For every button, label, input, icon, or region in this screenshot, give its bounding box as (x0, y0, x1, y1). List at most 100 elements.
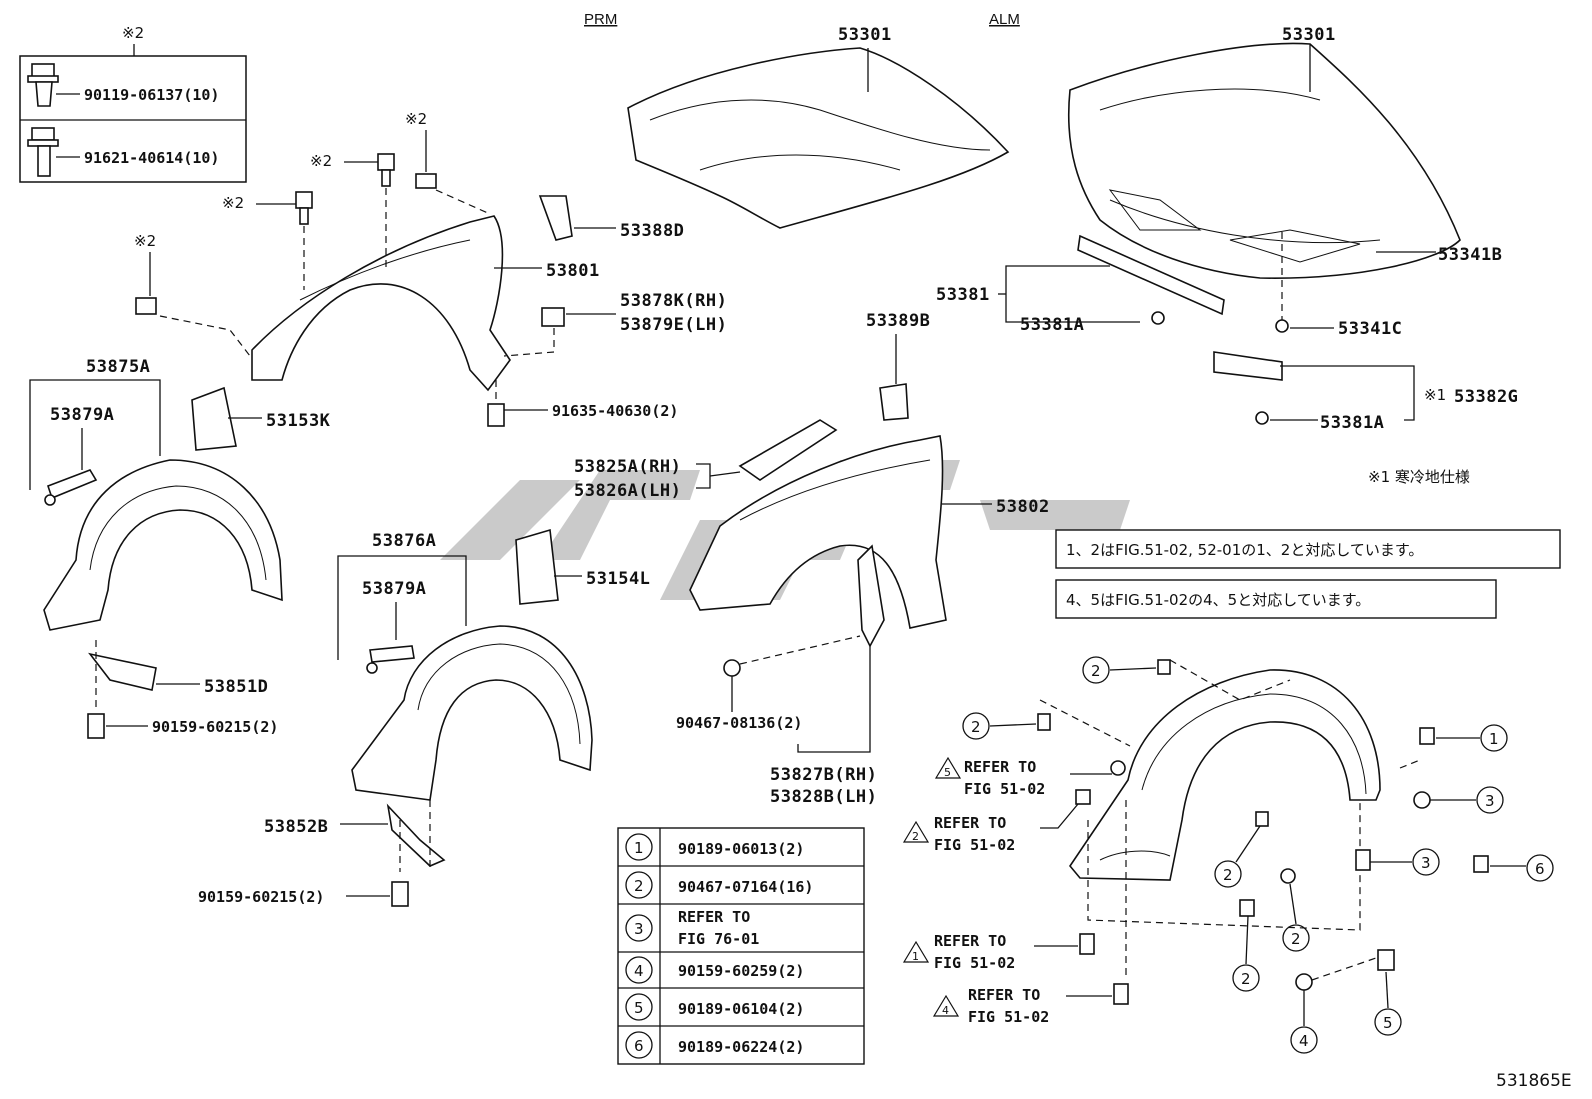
fender-53802-drawing (689, 435, 947, 629)
note-mark-2: ※2 (122, 24, 144, 42)
clip-icon (1255, 411, 1269, 425)
label-53389B: 53389B (866, 311, 930, 331)
bolt-icon (27, 63, 59, 107)
label-53381A-1: 53381A (1020, 315, 1084, 335)
notice-box-1 (1055, 529, 1561, 569)
note-mark-1: ※1 (1424, 386, 1446, 404)
fender-liner-53876A-drawing (351, 625, 593, 801)
svg-text:5: 5 (1383, 1014, 1393, 1032)
notice-1: 1、2はFIG.51-02, 52-01の1、2と対応しています。 (1066, 541, 1423, 559)
svg-text:FIG 51-02: FIG 51-02 (934, 954, 1015, 972)
clip-icon (1419, 727, 1435, 745)
svg-text:FIG 51-02: FIG 51-02 (968, 1008, 1049, 1026)
svg-text:90189-06104(2): 90189-06104(2) (678, 1000, 804, 1018)
bracket-53389B-drawing (879, 383, 909, 421)
clip-icon (1280, 868, 1296, 884)
svg-text:1: 1 (634, 839, 644, 857)
label-53802: 53802 (996, 497, 1050, 517)
bolt-icon (1113, 983, 1129, 1005)
note-cold-climate: ※1 寒冷地仕様 (1368, 468, 1470, 486)
legend-row-1: 1 90189-06013(2) (625, 833, 804, 861)
callout-4: 4 (1290, 1026, 1318, 1054)
clip-icon (1239, 899, 1255, 917)
clip-icon (1037, 713, 1051, 731)
seal-53382G-drawing (1213, 351, 1283, 381)
label-91635: 91635-40630(2) (552, 402, 678, 420)
label-53301-alm: 53301 (1282, 25, 1336, 45)
hood-seal-drawing (1077, 234, 1225, 316)
label-53879A-1: 53879A (50, 405, 114, 425)
header-alm: ALM (989, 11, 1020, 28)
clip-icon (1255, 811, 1269, 827)
bolt-icon (391, 881, 409, 907)
svg-text:90467-07164(16): 90467-07164(16) (678, 878, 813, 896)
label-53801: 53801 (546, 261, 600, 281)
svg-text:REFER TO: REFER TO (934, 814, 1006, 832)
label-53382G: 53382G (1454, 387, 1518, 407)
clip-icon (1151, 311, 1165, 325)
label-53852B: 53852B (264, 817, 328, 837)
note-mark-2: ※2 (134, 232, 156, 250)
callout-2: 2 (1082, 656, 1110, 684)
bolt-icon (487, 403, 505, 427)
bolt-icon (415, 173, 437, 189)
svg-text:6: 6 (1535, 860, 1545, 878)
clip-icon (1275, 319, 1289, 333)
bolt-icon (87, 713, 105, 739)
header-prm: PRM (584, 11, 617, 28)
svg-text:2: 2 (1091, 662, 1101, 680)
rail-53825A-drawing (738, 419, 838, 481)
label-53879A-2: 53879A (362, 579, 426, 599)
label-53381: 53381 (936, 285, 990, 305)
note-mark-2: ※2 (222, 194, 244, 212)
svg-text:FIG 51-02: FIG 51-02 (964, 780, 1045, 798)
label-53154L: 53154L (586, 569, 650, 589)
label-53828B: 53828B(LH) (770, 787, 877, 807)
svg-text:5: 5 (944, 766, 951, 779)
cover-53852B-drawing (386, 803, 446, 867)
label-53825A: 53825A(RH) (574, 457, 681, 477)
bolt-icon (27, 127, 59, 177)
fender-liner-right-drawing (1069, 669, 1381, 881)
svg-text:REFER TO: REFER TO (964, 758, 1036, 776)
figure-code: 531865E (1496, 1071, 1572, 1091)
clip-icon (1110, 760, 1126, 776)
bolt-icon (1079, 933, 1095, 955)
label-53851D: 53851D (204, 677, 268, 697)
label-53381A-2: 53381A (1320, 413, 1384, 433)
svg-text:2: 2 (1241, 970, 1251, 988)
inset-box (19, 55, 247, 183)
clip-icon (366, 662, 378, 674)
label-53826A: 53826A(LH) (574, 481, 681, 501)
label-90159-b: 90159-60215(2) (198, 888, 324, 906)
clip-icon (1355, 849, 1371, 871)
svg-text:1: 1 (912, 950, 919, 963)
svg-text:FIG 76-01: FIG 76-01 (678, 930, 759, 948)
svg-text:3: 3 (634, 920, 644, 938)
callout-3: 3 (1412, 848, 1440, 876)
svg-text:2: 2 (1291, 930, 1301, 948)
callout-2: 2 (1232, 964, 1260, 992)
clip-icon (44, 494, 56, 506)
clip-icon (1295, 973, 1313, 991)
svg-text:1: 1 (1489, 730, 1499, 748)
fender-53801-drawing (251, 215, 511, 392)
label-53341B: 53341B (1438, 245, 1502, 265)
legend-row-4: 4 90159-60259(2) (625, 956, 804, 984)
svg-text:3: 3 (1485, 792, 1495, 810)
label-90159-a: 90159-60215(2) (152, 718, 278, 736)
clip-icon (1075, 789, 1091, 805)
legend-row-6: 6 90189-06224(2) (625, 1031, 804, 1059)
svg-text:2: 2 (971, 718, 981, 736)
bolt-icon (295, 191, 313, 225)
svg-text:90189-06013(2): 90189-06013(2) (678, 840, 804, 858)
label-53153K: 53153K (266, 411, 331, 431)
clip-icon (1377, 949, 1395, 971)
legend-table (617, 827, 865, 1065)
label-53876A: 53876A (372, 531, 436, 551)
clip-icon (1473, 855, 1489, 873)
svg-text:FIG 51-02: FIG 51-02 (934, 836, 1015, 854)
label-90467: 90467-08136(2) (676, 714, 802, 732)
svg-text:90159-60259(2): 90159-60259(2) (678, 962, 804, 980)
fender-liner-53875A-drawing (43, 459, 283, 631)
